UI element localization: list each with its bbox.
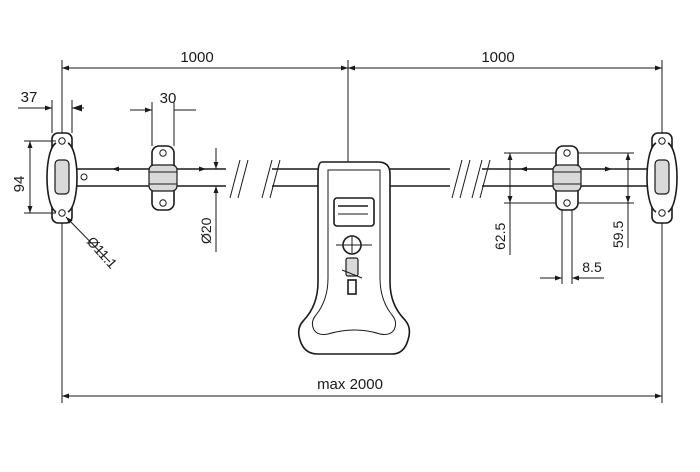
bracket-offset-label: 37 xyxy=(21,89,38,106)
plate-thickness-label: 8.5 xyxy=(582,259,602,275)
bracket-width-dimension: 30 xyxy=(130,90,196,146)
hole-spacing-a-dimension: 62.5 xyxy=(492,152,556,255)
bracket-width-label: 30 xyxy=(160,90,177,107)
break-marks xyxy=(229,159,491,199)
central-handle xyxy=(297,161,411,355)
hole-diameter-label: Ø11.1 xyxy=(84,233,121,271)
hole-spacing-b-label: 59.5 xyxy=(610,221,626,248)
rod-diameter-label: Ø20 xyxy=(198,217,214,244)
bracket-offset-dimension: 37 xyxy=(18,89,84,133)
bracket-height-dimension: 94 xyxy=(11,140,56,214)
bracket-height-label: 94 xyxy=(11,176,28,193)
total-length-label: max 2000 xyxy=(317,376,383,393)
right-span-label: 1000 xyxy=(481,49,514,66)
right-end-bracket xyxy=(646,132,678,224)
hole-spacing-b-dimension: 59.5 xyxy=(578,152,634,248)
hole-spacing-a-label: 62.5 xyxy=(492,223,508,250)
span-dimensions: 1000 1000 xyxy=(61,49,663,162)
total-length-dimension: max 2000 xyxy=(61,223,663,403)
left-span-label: 1000 xyxy=(180,49,213,66)
left-guide-bracket xyxy=(148,145,178,211)
hole-diameter-callout: Ø11.1 xyxy=(65,216,121,272)
right-guide-bracket xyxy=(552,145,582,211)
plate-thickness-dimension: 8.5 xyxy=(540,210,604,284)
left-end-bracket xyxy=(46,132,78,224)
rod-diameter-dimension: Ø20 xyxy=(198,148,226,252)
